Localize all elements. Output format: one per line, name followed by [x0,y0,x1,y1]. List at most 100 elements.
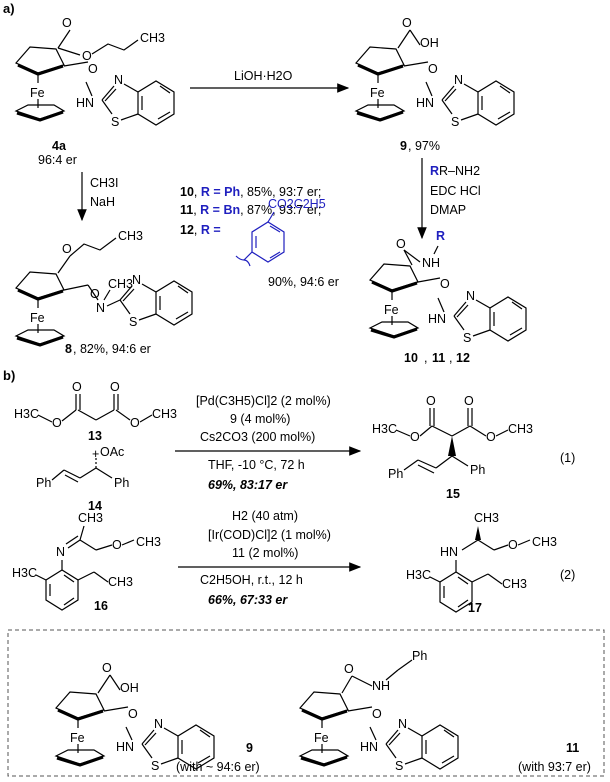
svg-text:O: O [428,62,438,76]
svg-text:HN: HN [416,96,434,110]
svg-text:HN: HN [440,545,458,559]
panel-label-a: a) [3,1,15,16]
svg-text:O: O [72,380,82,394]
svg-text:CH3: CH3 [78,511,103,525]
svg-text:O: O [486,430,496,444]
svg-text:CO2C2H5: CO2C2H5 [268,197,326,211]
box-compound-9: O OH O HN 9 (with ~ 94:6 er) [54,661,260,774]
compound-16: CH3 O CH3 N H3C CH3 16 [12,511,161,613]
svg-text:H3C: H3C [406,568,431,582]
svg-text:[Ir(COD)Cl]2 (1 mol%): [Ir(COD)Cl]2 (1 mol%) [208,528,331,542]
equation-1: (1) [560,451,575,465]
svg-text:O: O [102,661,112,675]
svg-text:CH3: CH3 [108,575,133,589]
svg-text:HN: HN [360,740,378,754]
svg-text:O: O [426,394,436,408]
svg-text:OH: OH [420,36,439,50]
label-15: 15 [446,487,460,501]
svg-text:CH3: CH3 [108,277,133,291]
svg-text:N: N [96,301,105,315]
r-group-list: 10, R = Ph, 85%, 93:7 er; 11, R = Bn, 87… [180,185,339,289]
svg-text:CH3: CH3 [118,229,143,243]
box-label-9: 9 [246,741,253,755]
reagent-nah: NaH [90,195,115,209]
svg-text:[Pd(C3H5)Cl]2 (2 mol%): [Pd(C3H5)Cl]2 (2 mol%) [196,394,331,408]
svg-text:OAc: OAc [100,445,124,459]
svg-text:Ph: Ph [36,476,51,490]
yield-9: , 97% [408,139,440,153]
svg-text:O: O [396,237,406,251]
compound-13: H3C O O O O CH3 13 [14,380,177,443]
svg-text:H2 (40 atm): H2 (40 atm) [232,509,298,523]
svg-text:N: N [56,545,65,559]
svg-text:O: O [344,662,354,676]
svg-text:69%, 83:17 er: 69%, 83:17 er [208,478,288,492]
svg-text:Ph: Ph [470,463,485,477]
svg-text:O: O [52,416,62,430]
box-er-9: (with ~ 94:6 er) [176,760,260,774]
svg-text:Cs2CO3 (200 mol%): Cs2CO3 (200 mol%) [200,430,315,444]
svg-text:H3C: H3C [12,566,37,580]
r-group-11: 11, R = Bn, 87%, 93:7 er; [180,203,321,217]
svg-text:11 (2 mol%): 11 (2 mol%) [232,546,298,560]
yield-8: , 82%, 94:6 er [73,342,151,356]
svg-text:O: O [110,380,120,394]
svg-text:O: O [90,287,100,301]
svg-text:CH3: CH3 [502,577,527,591]
label-14: 14 [88,499,102,513]
svg-text:NH: NH [422,256,440,270]
svg-text:O: O [508,538,518,552]
svg-text:O: O [372,707,382,721]
svg-text:HN: HN [76,96,94,110]
catalyst-box [7,629,605,777]
svg-text:O: O [464,394,474,408]
svg-text:O: O [128,707,138,721]
svg-text:Ph: Ph [114,476,129,490]
svg-text:CH3: CH3 [474,511,499,525]
label-4a: 4a [52,139,67,153]
r-group-12: 12, R = [180,223,221,237]
svg-text:O: O [130,416,140,430]
equation-2: (2) [560,568,575,582]
label-12: 12 [456,351,470,365]
box-compound-11: O NH Ph O HN 11 (with 93:7 er) [298,649,591,774]
svg-text:HN: HN [116,740,134,754]
label-13: 13 [88,429,102,443]
reagent-dmap: DMAP [430,203,466,217]
svg-text:9 (4 mol%): 9 (4 mol%) [230,412,290,426]
reagent-edc: EDC HCl [430,184,481,198]
svg-text:CH3: CH3 [152,407,177,421]
compound-4a: O O CH3 O HN 4a 96:4 er [14,16,175,167]
compound-10-11-12: O NH R O HN 10 , 11 , 12 [368,229,527,365]
label-10: 10 [404,351,418,365]
label-17: 17 [468,601,482,615]
svg-text:O: O [440,277,450,291]
svg-text:CH3: CH3 [136,535,161,549]
svg-text:O: O [82,49,92,63]
svg-text:H3C: H3C [372,422,397,436]
svg-text:O: O [62,16,72,30]
reaction-2-conditions: H2 (40 atm) [Ir(COD)Cl]2 (1 mol%) 11 (2 … [200,509,331,607]
svg-text:HN: HN [428,312,446,326]
svg-text:NH: NH [372,679,390,693]
box-er-11: (with 93:7 er) [518,760,591,774]
compound-15: H3C O O O O CH3 Ph Ph 15 [372,394,533,501]
svg-text:Ph: Ph [412,649,427,663]
svg-text:O: O [402,16,412,30]
svg-text:OH: OH [120,681,139,695]
label-9: 9 [400,139,407,153]
svg-text:O: O [88,62,98,76]
r-group-12-result: 90%, 94:6 er [268,275,339,289]
compound-8: O CH3 O N CH3 8 , 82%, 94:6 er [14,229,193,356]
svg-text:R: R [436,229,445,243]
svg-text:CH3: CH3 [508,422,533,436]
panel-label-b: b) [3,368,15,383]
svg-text:H3C: H3C [14,407,39,421]
compound-14: Ph OAc Ph 14 [36,445,129,513]
er-4a: 96:4 er [38,153,77,167]
reaction-1-conditions: [Pd(C3H5)Cl]2 (2 mol%) 9 (4 mol%) Cs2CO3… [196,394,331,492]
label-11: 11 [432,351,445,365]
r-group-10: 10, R = Ph, 85%, 93:7 er; [180,185,321,199]
reagent-lioh: LiOH·H2O [234,69,293,83]
